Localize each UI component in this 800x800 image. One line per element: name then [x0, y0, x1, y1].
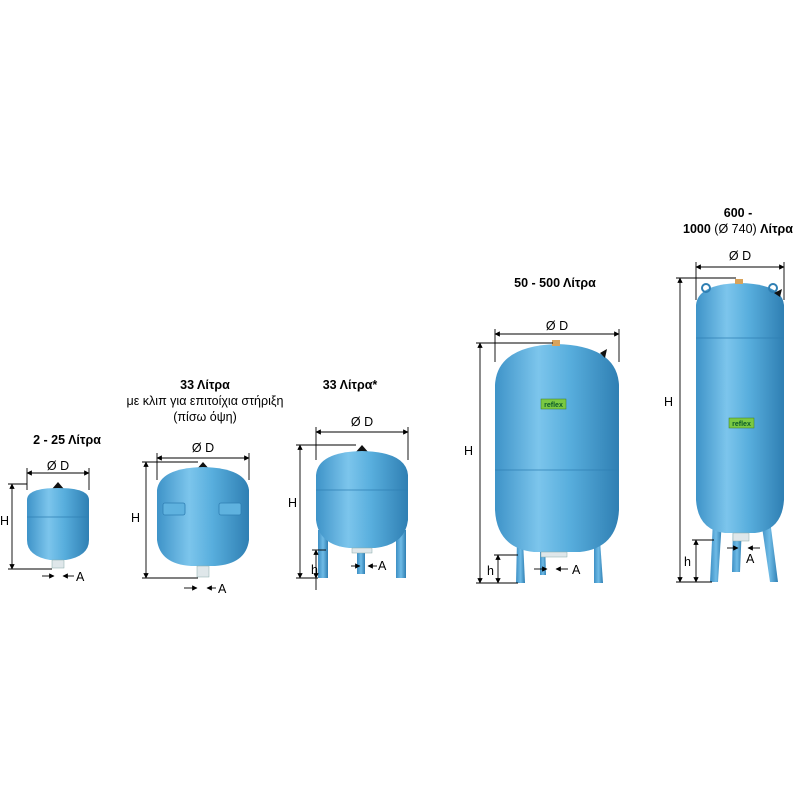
tank-2-subtitle-2: (πίσω όψη)	[173, 410, 237, 424]
tank-4-logo-text: reflex	[544, 402, 563, 409]
tank-4-leg-right	[594, 540, 603, 583]
tank-2-title: 33 Λίτρα	[180, 378, 230, 392]
tank-4-logo-badge	[540, 398, 567, 410]
tank-3-title: 33 Λίτρα*	[322, 378, 378, 392]
tank-5-leg-right	[761, 520, 778, 582]
tank-1-height-label: H	[0, 514, 9, 528]
tank-4-connection-label: A	[572, 563, 581, 577]
tank-5-top-fitting	[735, 279, 743, 284]
tank-1-valve-icon	[52, 482, 64, 489]
tank-1-body	[27, 488, 89, 560]
tank-5-caption: 600 - 1000 (Ø 740) Λίτρα	[676, 205, 800, 237]
tank-1-connector	[51, 559, 65, 569]
tank-3-leg-left	[318, 530, 328, 578]
tank-5-diameter-label: Ø D	[729, 249, 751, 263]
tank-4-height-label: H	[464, 444, 473, 458]
tank-3: Ø D H h A	[288, 415, 409, 590]
tank-4-body	[495, 344, 619, 552]
tank-4-diameter-label: Ø D	[546, 319, 568, 333]
tank-5-title-line1: 600 -	[723, 206, 753, 220]
tank-5-connection-label: A	[746, 552, 755, 566]
tank-4-valve-icon	[600, 349, 607, 358]
tank-1-title: 2 - 25 Λίτρα	[33, 433, 101, 447]
tank-2: Ø D H A	[131, 441, 250, 596]
tank-3-height-label: H	[288, 496, 297, 510]
tank-5-lug-right	[768, 283, 778, 293]
tank-3-connection-label: A	[378, 559, 387, 573]
tank-1: Ø D H A	[0, 459, 90, 584]
tank-1-diameter-label: Ø D	[47, 459, 69, 473]
tank-5-title-bold-start: 1000	[683, 222, 711, 236]
tank-2-diameter-label: Ø D	[192, 441, 214, 455]
tank-5-leg-height-label: h	[684, 555, 691, 569]
tank-4-leg-left	[516, 540, 525, 583]
tank-5-leg-left	[710, 520, 722, 582]
tank-5-body	[696, 283, 784, 533]
tank-5-connector	[732, 532, 750, 542]
tank-5: reflex Ø D H h A	[664, 249, 785, 583]
tank-3-caption: 33 Λίτρα*	[300, 377, 400, 393]
tank-2-connector	[196, 565, 210, 578]
tank-2-body	[157, 467, 249, 566]
tank-5-logo-badge	[728, 417, 755, 429]
tank-3-valve-icon	[355, 445, 369, 453]
tank-3-leg-height-label: h	[311, 563, 318, 577]
tank-5-valve-icon	[774, 289, 782, 297]
tank-5-height-label: H	[664, 395, 673, 409]
tank-3-connector	[351, 547, 373, 554]
tank-1-caption: 2 - 25 Λίτρα	[12, 432, 122, 448]
tank-2-caption: 33 Λίτρα με κλιπ για επιτοίχια στήριξη (…	[105, 377, 305, 425]
tank-5-lug-left	[701, 283, 711, 293]
tank-2-subtitle-1: με κλιπ για επιτοίχια στήριξη	[126, 394, 284, 408]
tank-4-title: 50 - 500 Λίτρα	[514, 276, 596, 290]
tank-2-height-label: H	[131, 511, 140, 525]
tank-4-connector	[540, 551, 568, 558]
tank-5-logo-text: reflex	[732, 421, 751, 428]
tank-3-leg-right	[396, 530, 406, 578]
tank-2-clip-left	[162, 502, 186, 516]
tank-4-caption: 50 - 500 Λίτρα	[490, 275, 620, 291]
tank-5-title-bold-end: Λίτρα	[760, 222, 793, 236]
tank-4-leg-height-label: h	[487, 564, 494, 578]
tank-2-clip-right	[218, 502, 242, 516]
tank-5-title-mid: (Ø 740)	[710, 222, 761, 236]
tank-4-top-fitting	[552, 340, 560, 346]
tank-1-connection-label: A	[76, 570, 85, 584]
tank-3-diameter-label: Ø D	[351, 415, 373, 429]
tank-4: reflex Ø D H h A	[464, 319, 620, 584]
tank-2-connection-label: A	[218, 582, 227, 596]
tank-3-leg-center	[357, 540, 365, 574]
tank-3-body	[316, 451, 408, 548]
